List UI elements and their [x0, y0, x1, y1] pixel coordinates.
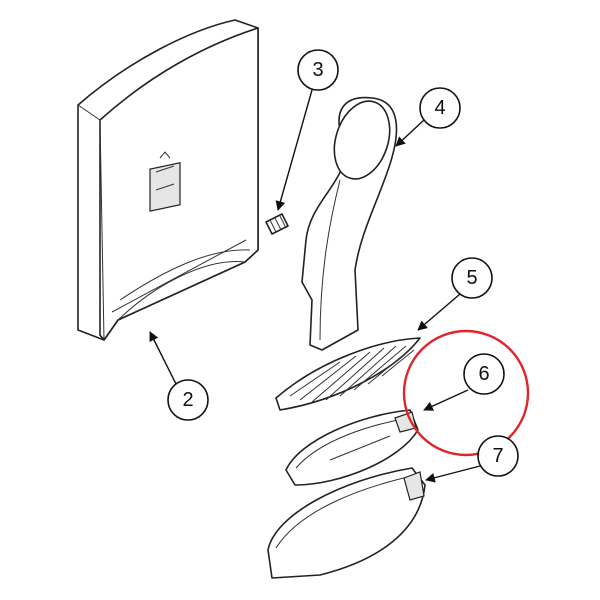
svg-text:6: 6 [478, 363, 489, 385]
callout-5: 5 [451, 257, 493, 299]
svg-text:5: 5 [466, 267, 477, 289]
part-7-lower-tray[interactable] [267, 467, 426, 579]
svg-text:3: 3 [312, 59, 323, 81]
leader-4 [395, 119, 425, 147]
callout-2: 2 [167, 379, 209, 421]
callout-6: 6 [463, 353, 505, 395]
highlight-ring-part-6 [402, 329, 530, 457]
svg-text:2: 2 [182, 389, 193, 411]
leader-6 [423, 389, 469, 411]
callout-3: 3 [297, 49, 339, 91]
part-5-grille[interactable] [275, 337, 421, 411]
callout-4: 4 [419, 87, 461, 129]
part-4-lever[interactable] [301, 94, 399, 351]
part-3-spring[interactable] [265, 213, 289, 235]
leader-5 [417, 293, 461, 331]
part-2-front-panel[interactable] [77, 19, 259, 341]
leader-3 [275, 89, 313, 211]
svg-text:7: 7 [492, 445, 503, 467]
callout-7: 7 [477, 435, 519, 477]
svg-text:4: 4 [434, 97, 445, 119]
leader-7 [425, 465, 481, 483]
part-6-drip-tray[interactable] [285, 409, 419, 486]
leader-2 [149, 331, 177, 385]
